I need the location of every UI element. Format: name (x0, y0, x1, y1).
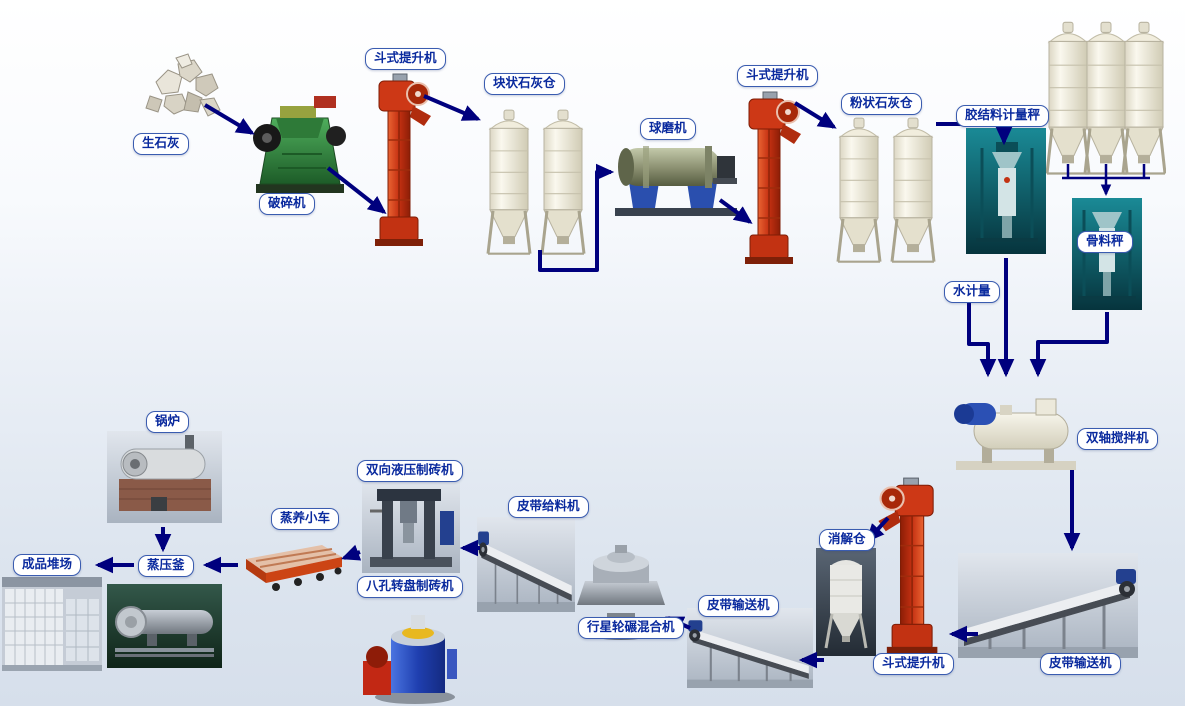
label-belt-feeder: 皮带给料机 (508, 496, 589, 518)
rotary-press-illustration (359, 599, 461, 706)
label-boiler: 锅炉 (146, 411, 190, 433)
bucket-elevator-2-illustration (733, 88, 809, 269)
label-planetary-mixer: 行星轮碾混合机 (578, 617, 684, 639)
label-autoclave: 蒸压釜 (138, 555, 194, 577)
hydraulic-press-photo (362, 481, 460, 578)
label-product-yard: 成品堆场 (13, 554, 82, 576)
label-bucket-elevator-3: 斗式提升机 (873, 653, 954, 675)
aggregate-silos-illustration (1045, 20, 1167, 183)
twin-shaft-mixer-illustration (948, 383, 1082, 480)
binder-scale-photo (966, 128, 1046, 259)
label-lump-lime-silo: 块状石灰仓 (484, 73, 565, 95)
lump-lime-silos-illustration (483, 108, 589, 263)
steam-curing-cart-illustration (242, 531, 345, 606)
label-rotary-press: 八孔转盘制砖机 (357, 576, 463, 598)
aggregate-scale-photo (1072, 198, 1142, 315)
label-bucket-elevator-2: 斗式提升机 (737, 65, 818, 87)
jaw-crusher-illustration (252, 84, 348, 201)
belt-conveyor-mid-photo (685, 606, 815, 693)
label-quicklime: 生石灰 (133, 133, 189, 155)
label-aggregate-scale: 骨料秤 (1077, 231, 1133, 253)
label-water-meter: 水计量 (944, 281, 1000, 303)
belt-feeder-photo (475, 515, 577, 617)
quicklime-rocks-illustration (138, 50, 230, 133)
product-yard-photo (2, 577, 102, 676)
label-twin-shaft-mixer: 双轴搅拌机 (1077, 428, 1158, 450)
boiler-photo (107, 431, 222, 528)
label-hydraulic-press: 双向液压制砖机 (357, 460, 463, 482)
label-belt-conveyor-mid: 皮带输送机 (698, 595, 779, 617)
bucket-elevator-1-illustration (363, 70, 439, 251)
label-binder-scale: 胶结料计量秤 (956, 105, 1050, 127)
label-belt-conveyor-right: 皮带输送机 (1040, 653, 1121, 675)
label-ball-mill: 球磨机 (640, 118, 696, 140)
digestion-silo-photo (816, 548, 876, 661)
label-powder-lime-silo: 粉状石灰仓 (841, 93, 922, 115)
belt-conveyor-right-photo (956, 551, 1140, 663)
autoclave-photo (107, 584, 222, 673)
label-bucket-elevator-1: 斗式提升机 (365, 48, 446, 70)
ball-mill-illustration (613, 132, 739, 223)
bucket-elevator-3-illustration (870, 474, 950, 659)
powder-lime-silos-illustration (833, 116, 939, 271)
label-crusher: 破碎机 (259, 193, 315, 215)
label-digestion-silo: 消解仓 (819, 529, 875, 551)
label-steam-cart: 蒸养小车 (271, 508, 340, 530)
